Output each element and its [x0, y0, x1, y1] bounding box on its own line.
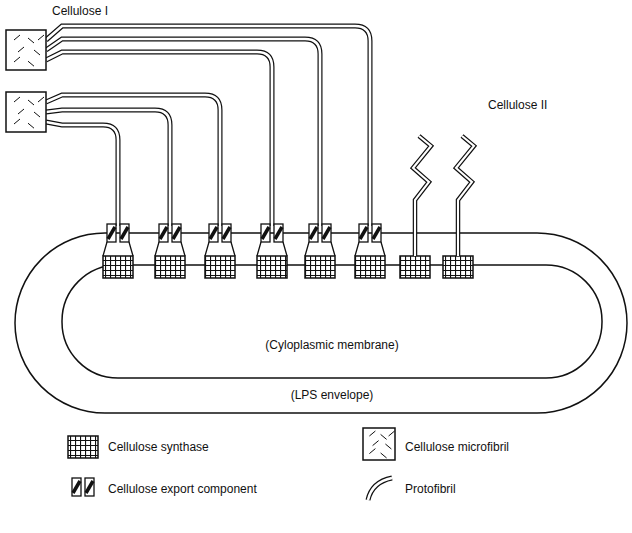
fibril-mark	[14, 97, 20, 102]
cellulose-ii-strand	[456, 136, 474, 256]
protofibril	[46, 26, 370, 226]
fibril-mark	[14, 35, 20, 40]
cellulose-synthase	[68, 436, 98, 458]
fibril-mark	[385, 444, 391, 449]
cellulose-synthase	[205, 256, 235, 278]
protofibril	[46, 122, 118, 226]
export-component	[85, 478, 94, 496]
protofibril	[46, 110, 170, 226]
export-component	[72, 478, 81, 496]
fibril-mark	[373, 441, 379, 446]
fibril-mark	[369, 431, 375, 436]
export-stripe	[173, 227, 180, 239]
export-component	[172, 224, 181, 242]
lps-envelope	[15, 233, 627, 413]
cytoplasmic-membrane	[62, 265, 602, 378]
export-component	[222, 224, 231, 242]
cellulose-synthase	[305, 256, 335, 278]
protofibril	[46, 122, 118, 226]
fibril-mark	[28, 123, 34, 128]
protofibril	[46, 39, 320, 226]
export-component	[107, 224, 116, 242]
export-stripe	[310, 227, 317, 239]
export-component	[274, 224, 283, 242]
protofibril	[46, 52, 272, 226]
funnel-line	[355, 242, 385, 256]
part-label: (LPS envelope)	[291, 388, 374, 402]
export-component	[120, 224, 129, 242]
fibril-mark	[369, 449, 375, 454]
fibril-mark	[28, 38, 34, 43]
fibril-mark	[381, 453, 387, 458]
export-stripe	[323, 227, 330, 239]
fibril-mark	[18, 47, 24, 52]
protofibril	[46, 110, 170, 226]
fibril-mark	[28, 100, 34, 105]
protofibril	[46, 39, 320, 226]
fibril-mark	[389, 431, 395, 436]
export-component	[309, 224, 318, 242]
export-stripe	[86, 481, 93, 493]
protofibril-sample	[368, 478, 392, 500]
export-component	[261, 224, 270, 242]
export-stripe	[262, 227, 269, 239]
funnel-line	[155, 242, 185, 256]
protofibril	[46, 26, 370, 226]
export-component	[159, 224, 168, 242]
cellulose-ii-strand	[413, 136, 431, 256]
fibril-mark	[38, 35, 44, 40]
cellulose-synthase	[355, 256, 385, 278]
fibril-mark	[34, 50, 40, 55]
export-stripe	[121, 227, 128, 239]
legend-text: Cellulose export component	[108, 482, 257, 496]
funnel-line	[305, 242, 335, 256]
cellulose-ii-strand	[413, 136, 431, 256]
cellulose-microfibril	[6, 92, 46, 132]
export-component	[209, 224, 218, 242]
protofibril	[46, 95, 220, 226]
cellulose-synthase	[103, 256, 133, 278]
export-stripe	[360, 227, 367, 239]
cellulose-synthase	[400, 256, 430, 278]
export-stripe	[210, 227, 217, 239]
funnel-line	[257, 242, 287, 256]
part-label: Cellulose II	[488, 98, 547, 112]
export-stripe	[73, 481, 80, 493]
protofibril	[46, 95, 220, 226]
export-component	[322, 224, 331, 242]
part-label: Cellulose I	[52, 4, 108, 18]
fibril-mark	[34, 112, 40, 117]
fibril-mark	[38, 97, 44, 102]
fibril-mark	[14, 119, 20, 124]
protofibril-sample	[368, 478, 392, 500]
funnel-line	[103, 242, 133, 256]
fibril-mark	[381, 434, 387, 439]
cellulose-ii-strand	[456, 136, 474, 256]
cellulose-synthase	[443, 256, 473, 278]
legend-text: Cellulose microfibril	[405, 440, 509, 454]
export-stripe	[223, 227, 230, 239]
export-component	[359, 224, 368, 242]
fibril-mark	[28, 61, 34, 66]
export-component	[372, 224, 381, 242]
cellulose-microfibril	[363, 428, 395, 460]
export-stripe	[108, 227, 115, 239]
export-stripe	[275, 227, 282, 239]
cellulose-microfibril	[6, 30, 46, 70]
fibril-mark	[14, 57, 20, 62]
legend-text: Cellulose synthase	[108, 440, 209, 454]
cellulose-synthase	[155, 256, 185, 278]
export-stripe	[160, 227, 167, 239]
legend-text: Protofibril	[405, 482, 456, 496]
part-label: (Cyloplasmic membrane)	[265, 338, 398, 352]
fibril-mark	[18, 109, 24, 114]
protofibril	[46, 52, 272, 226]
funnel-line	[205, 242, 235, 256]
export-stripe	[373, 227, 380, 239]
cellulose-synthase	[257, 256, 287, 278]
